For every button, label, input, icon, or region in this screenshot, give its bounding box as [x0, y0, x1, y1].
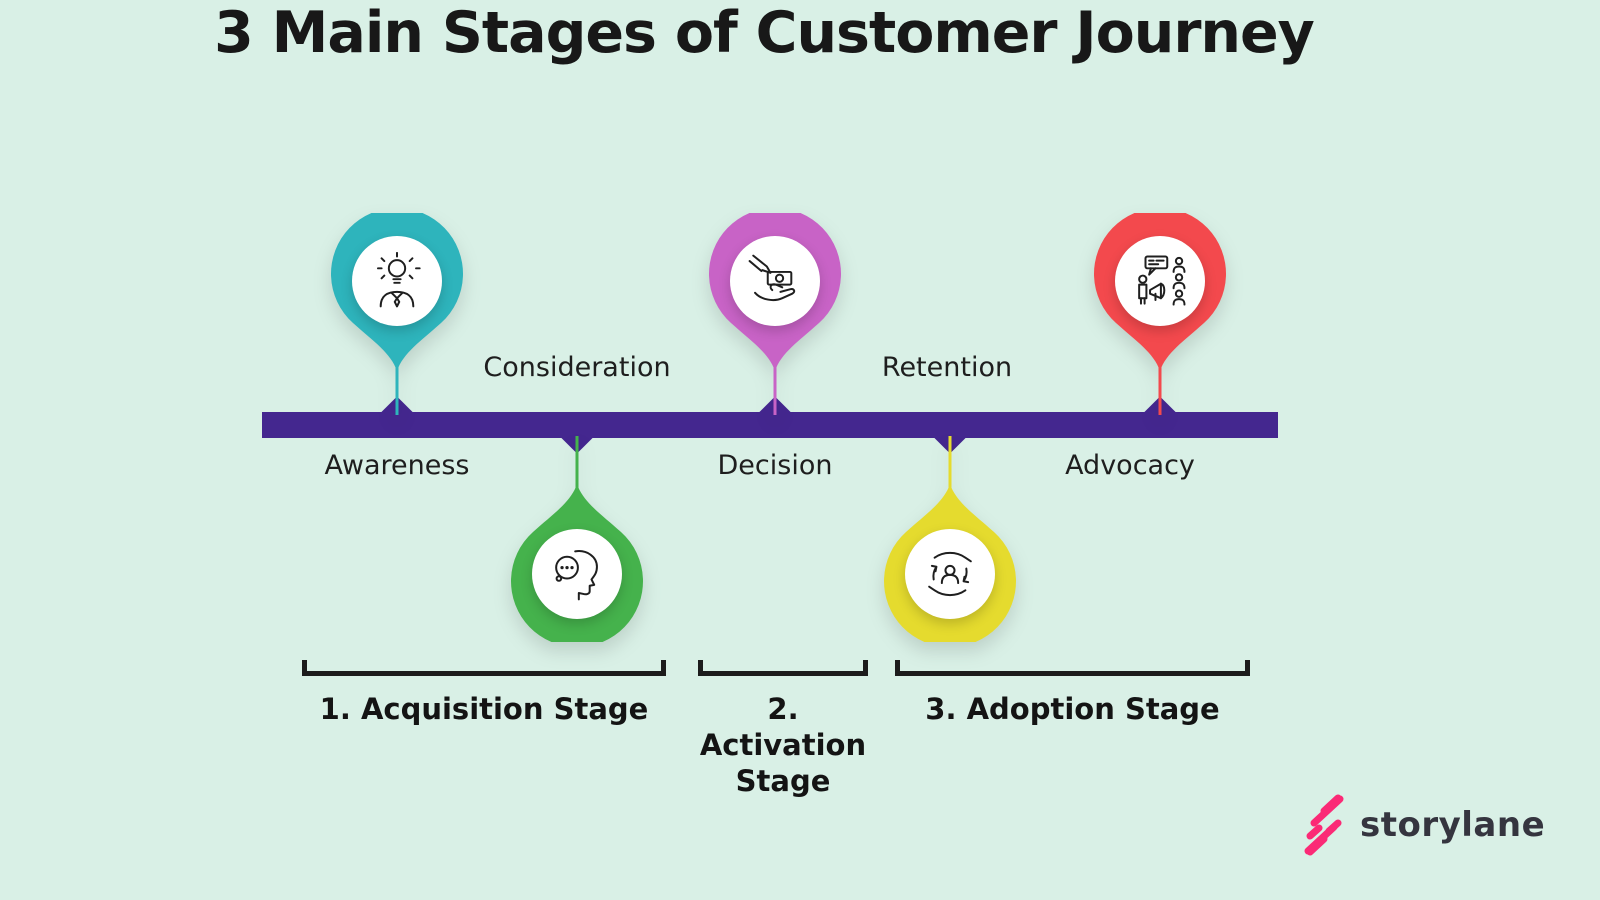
milestone-label-decision: Decision — [717, 450, 833, 481]
decision-icon-circle — [730, 236, 820, 326]
milestone-label-advocacy: Advocacy — [1065, 450, 1195, 481]
adoption-stage-bracket — [895, 660, 1250, 676]
activation-stage-bracket — [698, 660, 868, 676]
page-title: 3 Main Stages of Customer Journey — [214, 0, 1315, 66]
acquisition-stage-bracket — [302, 660, 666, 676]
awareness-icon-circle — [352, 236, 442, 326]
acquisition-stage-label: 1. Acquisition Stage — [319, 692, 649, 726]
consideration-icon-circle — [532, 529, 622, 619]
storylane-logo-icon — [1304, 794, 1344, 856]
payment-hands-icon — [748, 254, 796, 301]
milestone-label-retention: Retention — [881, 352, 1013, 383]
idea-bulb-person-icon — [376, 252, 421, 308]
advocacy-icon-circle — [1115, 236, 1205, 326]
brand-name: storylane — [1360, 805, 1546, 845]
milestone-label-consideration: Consideration — [483, 352, 671, 383]
retention-icon-circle — [905, 529, 995, 619]
brand-lockup: storylane — [1300, 793, 1545, 857]
adoption-stage-label: 3. Adoption Stage — [925, 692, 1220, 726]
milestone-label-awareness: Awareness — [324, 450, 470, 481]
activation-stage-label: 2. Activation Stage — [699, 692, 867, 798]
customer-care-hands-icon — [928, 551, 972, 597]
thinking-head-icon — [555, 550, 598, 601]
megaphone-audience-icon — [1138, 255, 1186, 306]
